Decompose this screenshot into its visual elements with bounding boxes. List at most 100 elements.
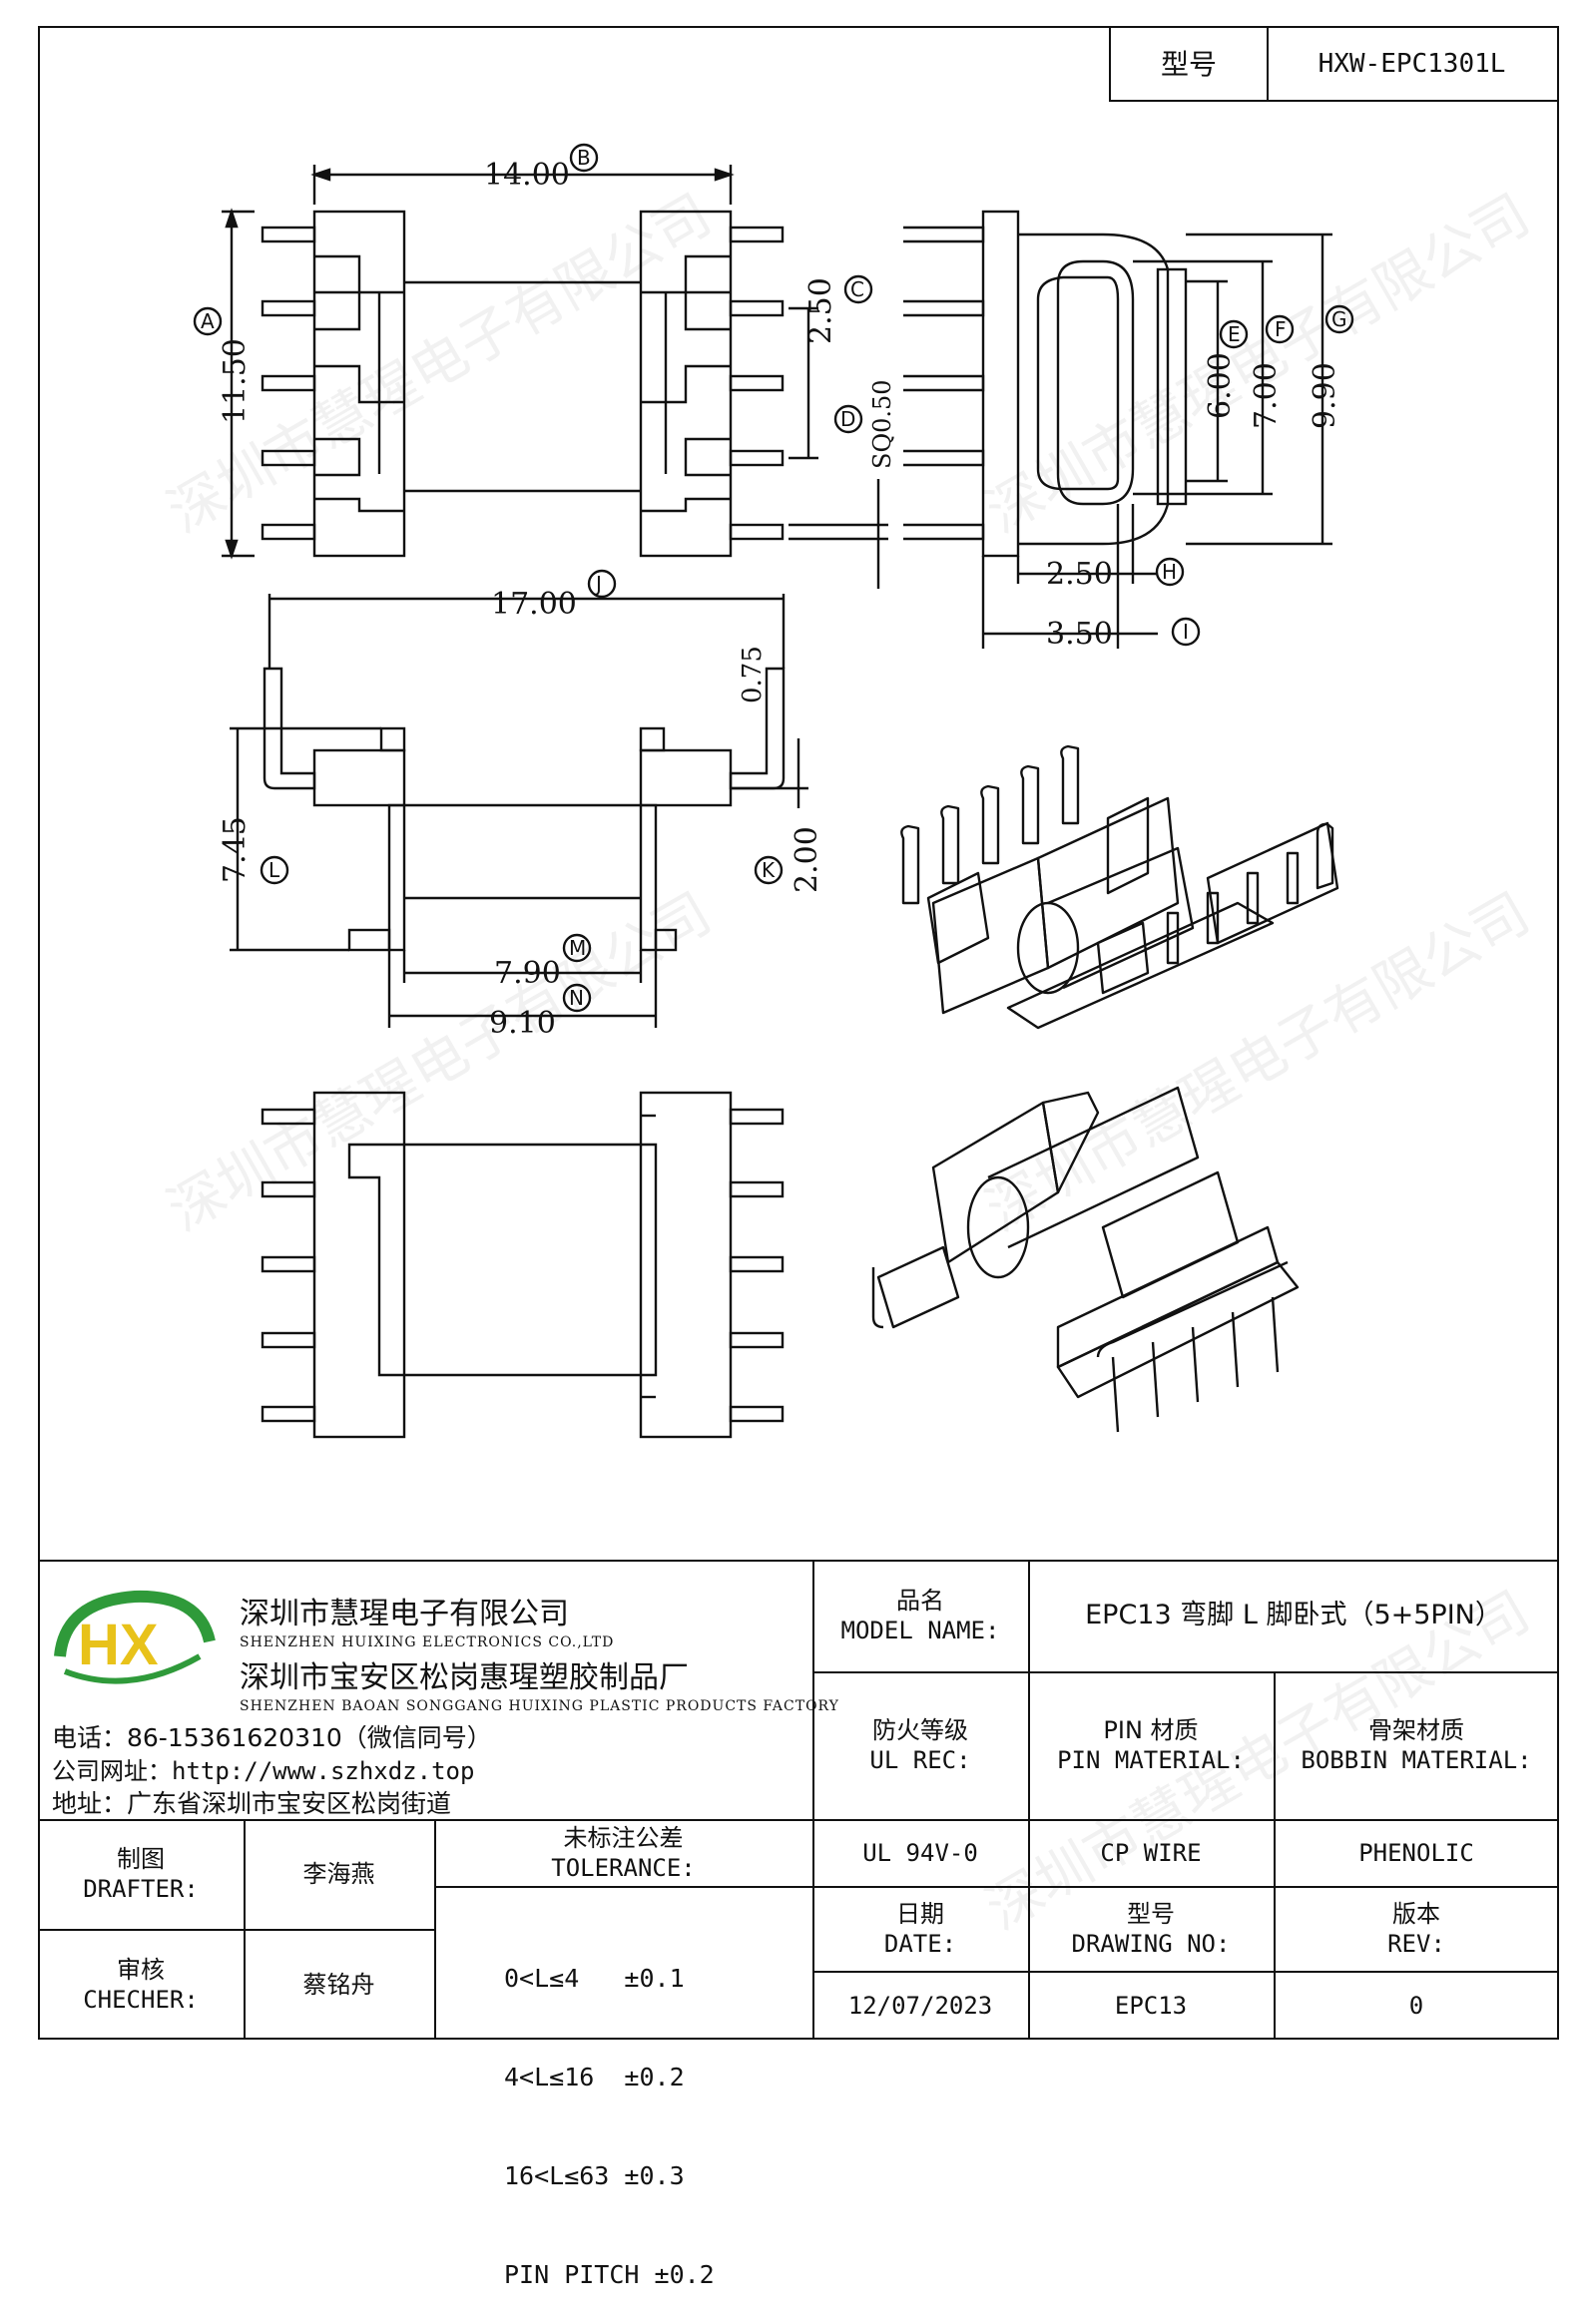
svg-text:B: B xyxy=(577,146,591,170)
grid-line xyxy=(38,1929,434,1931)
tolerance-label-cn: 未标注公差 xyxy=(563,1823,684,1852)
svg-text:F: F xyxy=(1275,317,1287,341)
rev-label-cn: 版本 xyxy=(1392,1899,1440,1928)
dim-side-3-5: 3.50 xyxy=(1046,617,1113,652)
technical-drawing: 14.00 11.50 2.50 SQ0.50 6.00 7.00 9.90 2… xyxy=(193,143,1354,1439)
bobbin-material-value: PHENOLIC xyxy=(1358,1838,1474,1867)
dim-17: 17.00 xyxy=(491,587,577,622)
grid-line xyxy=(38,1819,1559,1821)
rev-label: 版本 REV: xyxy=(1274,1886,1559,1971)
dim-14: 14.00 xyxy=(484,158,570,193)
front-view xyxy=(230,594,808,1028)
bobbin-material-label-en: BOBBIN MATERIAL: xyxy=(1301,1746,1532,1774)
svg-text:D: D xyxy=(840,407,855,431)
bobbin-material-label-cn: 骨架材质 xyxy=(1368,1716,1464,1744)
drawing-no-value: EPC13 xyxy=(1114,1991,1188,2020)
tolerance-item: 0<L≤4 ±0.1 xyxy=(504,1964,685,1993)
checker-label: 审核 CHECHER: xyxy=(38,1929,244,2040)
date-label-en: DATE: xyxy=(883,1929,957,1958)
drafter-label-cn: 制图 xyxy=(117,1845,165,1873)
model-name-label: 品名 MODEL NAME: xyxy=(812,1560,1028,1671)
rev-value: 0 xyxy=(1408,1991,1424,2020)
date-label: 日期 DATE: xyxy=(812,1886,1028,1971)
svg-text:A: A xyxy=(201,309,215,333)
model-name-value: EPC13 弯脚 L 脚卧式（5+5PIN） xyxy=(1085,1600,1502,1631)
grid-line xyxy=(434,1819,436,2040)
dim-7: 7.00 xyxy=(1249,362,1284,429)
grid-line xyxy=(1274,1671,1276,2040)
iso-view-top xyxy=(900,744,1339,1030)
company-address: 地址：广东省深圳市宝安区松岗街道 xyxy=(52,1789,452,1818)
drafter-label: 制图 DRAFTER: xyxy=(38,1819,244,1929)
grid-line xyxy=(812,1560,814,2040)
svg-text:N: N xyxy=(569,986,584,1010)
logo-letter-h: HX xyxy=(78,1613,159,1677)
model-name-label-cn: 品名 xyxy=(896,1587,944,1615)
dim-7-45: 7.45 xyxy=(218,816,253,883)
pin-material-label-cn: PIN 材质 xyxy=(1103,1716,1199,1744)
ul-label-cn: 防火等级 xyxy=(872,1716,968,1744)
tolerance-item: 4<L≤16 ±0.2 xyxy=(504,2063,685,2092)
drawing-no-label-en: DRAWING NO: xyxy=(1071,1929,1231,1958)
grid-line xyxy=(434,1886,1559,1888)
dim-2: 2.00 xyxy=(790,826,824,893)
date-value: 12/07/2023 xyxy=(847,1991,993,2020)
svg-text:H: H xyxy=(1162,560,1177,584)
rev-label-en: REV: xyxy=(1387,1929,1445,1958)
dim-6: 6.00 xyxy=(1203,352,1238,419)
svg-text:K: K xyxy=(762,858,776,882)
ul-value: UL 94V-0 xyxy=(862,1838,978,1867)
top-view xyxy=(222,165,888,589)
svg-text:G: G xyxy=(1331,307,1347,331)
factory-name-en: SHENZHEN BAOAN SONGGANG HUIXING PLASTIC … xyxy=(240,1698,839,1714)
grid-line xyxy=(812,1971,1559,1973)
drafter-value: 李海燕 xyxy=(302,1860,375,1888)
header-model-value: HXW-EPC1301L xyxy=(1267,26,1559,102)
dim-side-2-5: 2.50 xyxy=(1046,557,1113,592)
dim-9-1: 9.10 xyxy=(489,1006,556,1041)
grid-line xyxy=(812,1671,1559,1673)
grid-line xyxy=(1028,1560,1030,2040)
ul-label: 防火等级 UL REC: xyxy=(812,1671,1028,1819)
svg-text:E: E xyxy=(1228,322,1241,346)
company-name-en: SHENZHEN HUIXING ELECTRONICS CO.,LTD xyxy=(240,1634,615,1650)
title-block-top-line xyxy=(38,1560,1559,1562)
checker-label-cn: 审核 xyxy=(117,1955,165,1984)
callouts: B A C D E F G H I J K L M N xyxy=(193,143,1354,1013)
pin-material-label-en: PIN MATERIAL: xyxy=(1057,1746,1245,1774)
company-logo: HX xyxy=(54,1590,216,1684)
tolerance-label-en: TOLERANCE: xyxy=(551,1853,696,1882)
dim-9-9: 9.90 xyxy=(1308,362,1342,429)
dim-sq: SQ0.50 xyxy=(868,379,896,469)
tolerance-label: 未标注公差 TOLERANCE: xyxy=(434,1819,812,1886)
dim-7-9: 7.90 xyxy=(494,956,561,991)
checker-value: 蔡铭舟 xyxy=(302,1970,375,1999)
iso-view-bottom xyxy=(871,1086,1300,1433)
dim-0-75: 0.75 xyxy=(738,646,768,703)
svg-text:I: I xyxy=(1183,620,1189,644)
dim-2-5: 2.50 xyxy=(803,277,838,344)
bobbin-material-label: 骨架材质 BOBBIN MATERIAL: xyxy=(1274,1671,1559,1819)
pin-material-label: PIN 材质 PIN MATERIAL: xyxy=(1028,1671,1274,1819)
checker-label-en: CHECHER: xyxy=(83,1985,199,2014)
company-website: 公司网址：http://www.szhxdz.top xyxy=(52,1757,475,1785)
drawing-no-label: 型号 DRAWING NO: xyxy=(1028,1886,1274,1971)
header-model-label: 型号 xyxy=(1109,26,1269,102)
factory-name-cn: 深圳市宝安区松岗惠瑆塑胶制品厂 xyxy=(240,1660,689,1695)
company-phone: 电话：86-15361620310（微信同号） xyxy=(52,1723,492,1752)
company-name-cn: 深圳市慧瑆电子有限公司 xyxy=(240,1597,569,1631)
side-view xyxy=(903,210,1332,649)
drawing-no-label-cn: 型号 xyxy=(1127,1899,1175,1928)
date-label-cn: 日期 xyxy=(896,1899,944,1928)
bottom-view xyxy=(261,1091,785,1439)
svg-text:J: J xyxy=(594,572,602,596)
svg-text:M: M xyxy=(569,936,586,960)
tolerance-list: 0<L≤4 ±0.1 4<L≤16 ±0.2 16<L≤63 ±0.3 PIN … xyxy=(504,1896,715,2324)
dim-11-5: 11.50 xyxy=(218,338,253,424)
pin-material-value: CP WIRE xyxy=(1100,1838,1202,1867)
svg-text:C: C xyxy=(850,277,864,301)
ul-label-en: UL REC: xyxy=(869,1746,971,1774)
drawing-frame xyxy=(38,26,1559,2040)
drafter-label-en: DRAFTER: xyxy=(83,1875,199,1903)
tolerance-item: PIN PITCH ±0.2 xyxy=(504,2260,715,2289)
